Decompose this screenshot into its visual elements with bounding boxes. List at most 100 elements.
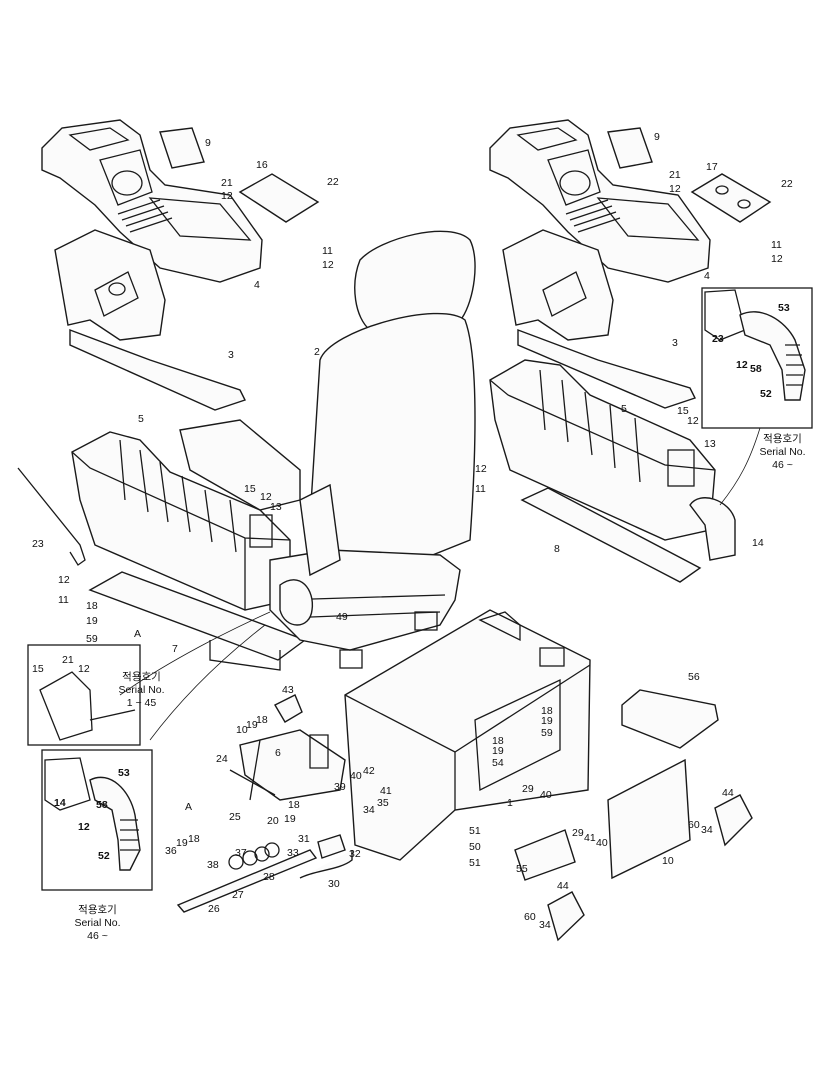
callout-label: 19 [492, 745, 504, 757]
callout-label: 30 [328, 878, 340, 890]
serial-note-left-mid: 적용호기 Serial No. 1 ~ 45 [94, 671, 189, 710]
callout-label: 12 [78, 663, 90, 675]
callout-label: 19 [176, 837, 188, 849]
callout-label: 12 [260, 491, 272, 503]
right-bracket-3 [502, 229, 696, 409]
callout-label: 12 [322, 259, 334, 271]
callout-label: 42 [363, 765, 375, 777]
callout-label: 11 [771, 239, 782, 251]
callout-label: 12 [58, 574, 70, 586]
callout-label: 12 [78, 821, 90, 833]
callout-label: 28 [263, 871, 275, 883]
right-pad [607, 127, 653, 169]
callout-label: 24 [216, 753, 228, 765]
inset-left-mid [27, 644, 141, 746]
callout-label: 40 [350, 770, 362, 782]
callout-label: 12 [221, 190, 233, 202]
callout-label: 55 [516, 863, 528, 875]
callout-label: 3 [672, 337, 678, 349]
inset-left-bottom [41, 749, 153, 891]
callout-label: 50 [469, 841, 481, 853]
part-55 [514, 829, 576, 881]
harness-30 [299, 850, 353, 879]
callout-label: 18 [188, 833, 200, 845]
panel-10 [607, 758, 691, 880]
callout-label: 36 [165, 845, 177, 857]
left-bracket-3 [54, 229, 246, 411]
callout-label: 13 [704, 438, 716, 450]
callout-label: 2 [314, 346, 320, 358]
callout-label: 23 [712, 333, 724, 345]
callout-label: 19 [284, 813, 296, 825]
callout-label: 15 [32, 663, 44, 675]
callout-label: 3 [228, 349, 234, 361]
callout-label: 39 [334, 781, 346, 793]
callout-label: 53 [118, 767, 130, 779]
callout-label: 11 [58, 594, 69, 606]
callout-label: 60 [688, 819, 700, 831]
callout-label: 29 [522, 783, 534, 795]
callout-label: 58 [750, 363, 762, 375]
callout-label: 51 [469, 857, 481, 869]
note-line: 1 ~ 45 [126, 697, 157, 709]
duct-56 [621, 689, 719, 749]
callout-label: 51 [469, 825, 481, 837]
callout-label: A [185, 801, 192, 813]
callout-label: 52 [98, 850, 110, 862]
callout-label: 10 [662, 855, 674, 867]
callout-label: 19 [246, 719, 258, 731]
callout-label: 20 [267, 815, 279, 827]
callout-label: 34 [701, 824, 713, 836]
callout-label: 33 [287, 847, 299, 859]
callout-label: 29 [572, 827, 584, 839]
callout-label: 41 [380, 785, 392, 797]
callout-label: 37 [235, 847, 247, 859]
callout-label: 12 [475, 463, 487, 475]
cover-44a [714, 794, 753, 847]
note-line: 적용호기 [78, 904, 117, 916]
callout-label: 26 [208, 903, 220, 915]
callout-label: 56 [688, 671, 700, 683]
inset-right [701, 287, 813, 429]
callout-label: 22 [327, 176, 339, 188]
callout-label: 32 [349, 848, 361, 860]
callout-label: 43 [282, 684, 294, 696]
callout-label: 44 [557, 880, 569, 892]
callout-label: 19 [86, 615, 98, 627]
callout-label: 4 [254, 279, 260, 291]
callout-label: 34 [539, 919, 551, 931]
callout-label: 22 [781, 178, 793, 190]
callout-label: 40 [540, 789, 552, 801]
left-console-cover [41, 119, 263, 283]
callout-label: 16 [256, 159, 268, 171]
plate-17 [690, 173, 772, 223]
callout-label: 15 [677, 405, 689, 417]
main-base-box-1 [344, 609, 591, 861]
operator-seat-2 [179, 230, 476, 669]
note-line: Serial No. [74, 917, 121, 929]
rod-23 [17, 467, 86, 566]
callout-label: 54 [492, 757, 504, 769]
elbow-14 [689, 497, 736, 561]
rod-26 [176, 849, 318, 913]
callout-label: 12 [736, 359, 748, 371]
callout-label: 13 [270, 501, 282, 513]
callout-label: 1 [507, 797, 513, 809]
cover-44b [547, 891, 585, 942]
right-plate-8 [520, 487, 702, 583]
right-tray-5 [489, 359, 716, 541]
callout-label: 59 [541, 727, 553, 739]
callout-label: 5 [621, 403, 627, 415]
callout-label: 25 [229, 811, 241, 823]
callout-label: 58 [96, 799, 108, 811]
callout-label: 17 [706, 161, 718, 173]
callout-label: 41 [584, 832, 596, 844]
callout-label: 21 [221, 177, 233, 189]
callout-label: 12 [687, 415, 699, 427]
callout-label: 18 [492, 735, 504, 747]
callout-label: 59 [86, 633, 98, 645]
callout-label: 5 [138, 413, 144, 425]
callout-labels: 9 16 21 12 22 11 12 4 3 2 5 15 12 13 23 … [32, 131, 793, 931]
callout-label: 4 [704, 270, 710, 282]
